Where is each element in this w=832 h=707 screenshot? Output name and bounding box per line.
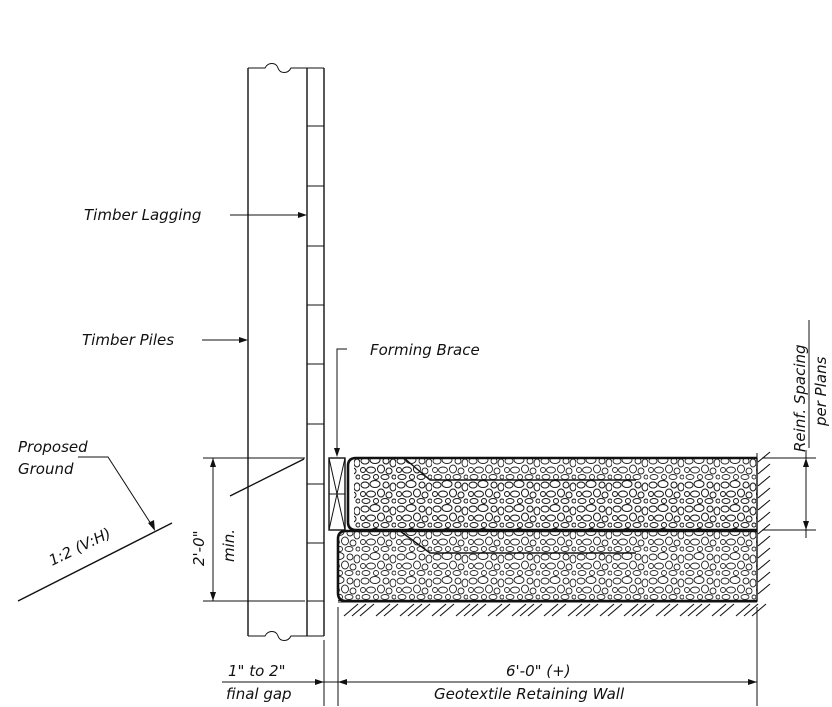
forming-brace-label: Forming Brace [370, 341, 480, 359]
geotextile-wall [336, 456, 758, 603]
gap-dim-label-line2: final gap [226, 685, 292, 703]
timber-lagging-label: Timber Lagging [84, 206, 201, 224]
gap-dimension: 1" to 2" final gap [222, 607, 347, 706]
timber-lagging-callout: Timber Lagging [84, 206, 307, 224]
reinf-spacing-label-line2: per Plans [812, 356, 830, 427]
height-min-label: min. [220, 529, 238, 562]
wall-dim-label-line1: 6'-0" (+) [506, 662, 571, 680]
reinf-spacing-label-line1: Reinf. Spacing [791, 344, 809, 452]
lower-lift [338, 531, 757, 601]
wall-width-dimension: 6'-0" (+) Geotextile Retaining Wall [338, 607, 758, 706]
proposed-ground-label-line2: Ground [18, 460, 74, 478]
timber-pile-wall [247, 63, 325, 641]
forming-brace: Forming Brace [328, 341, 480, 531]
foundation-hatching [338, 451, 771, 617]
timber-piles-callout: Timber Piles [82, 331, 248, 349]
height-dim-label: 2'-0" [190, 530, 208, 566]
slope-label: 1:2 (V:H) [46, 524, 114, 569]
proposed-ground-slope: 1:2 (V:H) [17, 458, 305, 602]
proposed-ground-callout: Proposed Ground [18, 438, 155, 531]
gap-dim-label-line1: 1" to 2" [228, 662, 285, 680]
reinf-spacing-dimension: Reinf. Spacing per Plans [762, 320, 830, 538]
height-dimension: 2'-0" min. [190, 457, 305, 602]
wall-dim-label-line2: Geotextile Retaining Wall [434, 685, 625, 703]
proposed-ground-label-line1: Proposed [18, 438, 88, 456]
timber-piles-label: Timber Piles [82, 331, 174, 349]
